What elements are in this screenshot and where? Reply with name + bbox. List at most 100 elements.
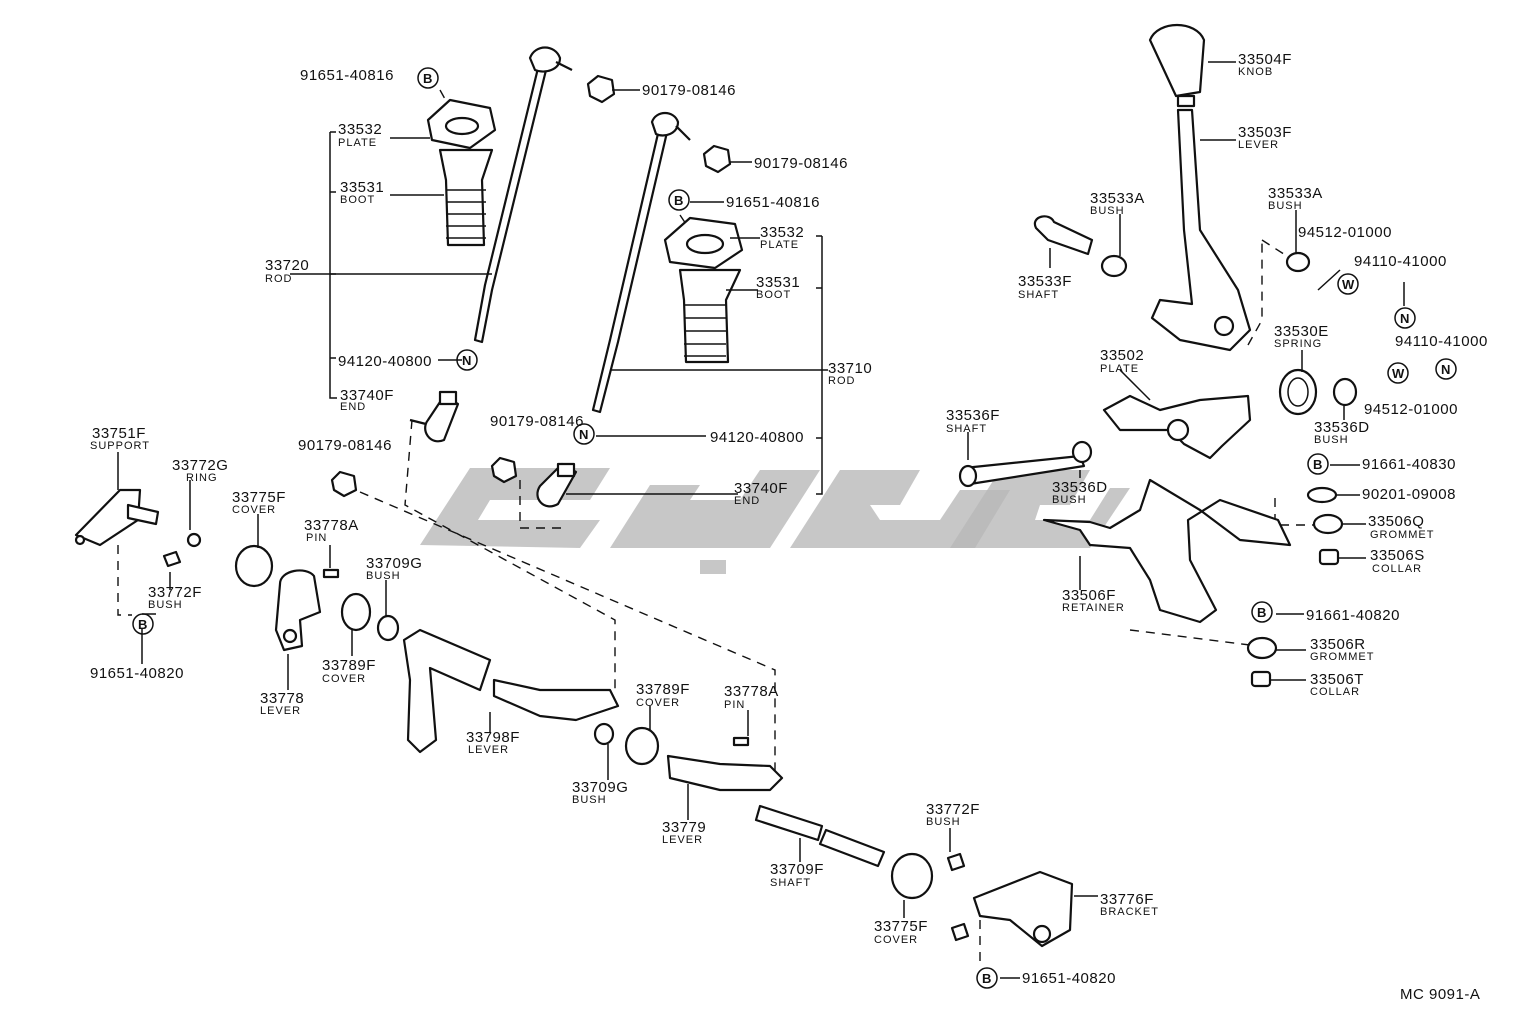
label-washer-90201: 90201-09008 bbox=[1362, 486, 1456, 503]
part-labels: 91651-40816 B 33532 PLATE 33531 BOOT 337… bbox=[90, 51, 1488, 1003]
shaft-33533f bbox=[1033, 215, 1094, 256]
nut-90179-a3 bbox=[490, 456, 518, 484]
name-bush-33536d-r: BUSH bbox=[1314, 434, 1349, 446]
plate-33532-a bbox=[426, 98, 497, 150]
bush-33709g-r bbox=[593, 722, 615, 746]
sym-b-c: B bbox=[1313, 457, 1322, 472]
name-end-a: END bbox=[340, 401, 366, 413]
label-bush-33709g-l: 33709G bbox=[366, 555, 422, 572]
name-lever-33778: LEVER bbox=[260, 705, 301, 717]
name-cover-33775f-r: COVER bbox=[874, 934, 918, 946]
name-shaft-33533f: SHAFT bbox=[1018, 289, 1059, 301]
label-nut-94120-b: 94120-40800 bbox=[710, 429, 804, 446]
label-ring-33772g: 33772G bbox=[172, 457, 228, 474]
sym-n-a: N bbox=[462, 353, 471, 368]
label-bush-33772f-l: 33772F bbox=[148, 584, 202, 601]
name-boot-a: BOOT bbox=[340, 194, 375, 206]
label-bush-94512-a: 94512-01000 bbox=[1298, 224, 1392, 241]
label-boot-33531-b: 33531 bbox=[756, 274, 800, 291]
bush-33536d-r bbox=[1332, 377, 1358, 407]
knob-33504f bbox=[1148, 23, 1206, 108]
lever-33798f-arm bbox=[492, 678, 620, 722]
washer-90201 bbox=[1306, 486, 1338, 504]
lever-33779 bbox=[666, 754, 784, 792]
label-bush-33536d-l: 33536D bbox=[1052, 479, 1108, 496]
name-bush-33533a-l: BUSH bbox=[1090, 205, 1125, 217]
label-lever-33798f: 33798F bbox=[466, 729, 520, 746]
name-bush-33772f-r: BUSH bbox=[926, 816, 961, 828]
name-shaft-33709f: SHAFT bbox=[770, 877, 811, 889]
bush-33533a-r bbox=[1285, 251, 1311, 273]
label-bush-33772f-r: 33772F bbox=[926, 801, 980, 818]
label-washer-94110: 94110-41000 bbox=[1354, 253, 1447, 270]
collar-33506t bbox=[1250, 670, 1272, 688]
label-collar-33506t: 33506T bbox=[1310, 671, 1364, 688]
boot-33531-a bbox=[438, 148, 494, 247]
label-shaft-33536f: 33536F bbox=[946, 407, 1000, 424]
bush-33772f-l bbox=[162, 550, 182, 568]
label-bolt-91651-40816-b: 91651-40816 bbox=[726, 194, 820, 211]
rod-33720 bbox=[473, 46, 573, 344]
bush-33533a-l bbox=[1100, 254, 1128, 278]
name-knob: KNOB bbox=[1238, 66, 1273, 78]
name-bush-33536d-l: BUSH bbox=[1052, 494, 1087, 506]
lever-33798f bbox=[402, 628, 492, 754]
label-nut-94110: 94110-41000 bbox=[1395, 333, 1488, 350]
label-bolt-91651-40816-a: 91651-40816 bbox=[300, 67, 394, 84]
sym-b-a: B bbox=[423, 71, 432, 86]
sym-w-a: W bbox=[1342, 277, 1355, 292]
name-pin-l: PIN bbox=[306, 532, 327, 544]
bush-33536d-l bbox=[1071, 440, 1093, 464]
label-cover-33775f-r: 33775F bbox=[874, 918, 928, 935]
label-bush-33533a-l: 33533A bbox=[1090, 190, 1145, 207]
label-spring-33530e: 33530E bbox=[1274, 323, 1329, 340]
support-33751f bbox=[74, 488, 160, 547]
sym-n-c: N bbox=[1400, 311, 1409, 326]
name-lever-33779: LEVER bbox=[662, 834, 703, 846]
label-pin-33778a-r: 33778A bbox=[724, 683, 779, 700]
cover-33775f-r bbox=[890, 852, 934, 900]
name-bush-33709g-r: BUSH bbox=[572, 794, 607, 806]
label-bush-33536d-r: 33536D bbox=[1314, 419, 1370, 436]
nut-90179-a4 bbox=[330, 470, 358, 498]
name-rod-b: ROD bbox=[828, 375, 855, 387]
label-lever-33778: 33778 bbox=[260, 690, 304, 707]
bracket-33776f bbox=[972, 870, 1074, 948]
name-ring: RING bbox=[186, 472, 218, 484]
pin-33778a-l bbox=[322, 568, 340, 579]
name-plate-b: PLATE bbox=[760, 239, 799, 251]
bush-33709g-l bbox=[376, 614, 400, 642]
cover-33789f-l bbox=[340, 592, 372, 632]
sym-b-b: B bbox=[674, 193, 683, 208]
label-plate-33502: 33502 bbox=[1100, 347, 1144, 364]
label-end-33740f-b: 33740F bbox=[734, 480, 788, 497]
plate-33502 bbox=[1102, 394, 1252, 460]
nut-90179-a2 bbox=[702, 144, 732, 174]
label-nut-94120-a: 94120-40800 bbox=[338, 353, 432, 370]
collar-33506s bbox=[1318, 548, 1340, 566]
name-grommet-q: GROMMET bbox=[1370, 529, 1434, 541]
name-cover-33775f-l: COVER bbox=[232, 504, 276, 516]
pin-33778a-r bbox=[732, 736, 750, 747]
label-rod-33710: 33710 bbox=[828, 360, 872, 377]
label-bush-33709g-r: 33709G bbox=[572, 779, 628, 796]
label-bush-33533a-r: 33533A bbox=[1268, 185, 1323, 202]
label-nut-90179-a4: 90179-08146 bbox=[298, 437, 392, 454]
name-spring: SPRING bbox=[1274, 338, 1322, 350]
label-nut-90179-a1: 90179-08146 bbox=[642, 82, 736, 99]
name-boot-b: BOOT bbox=[756, 289, 791, 301]
end-33740f-a bbox=[409, 390, 460, 443]
label-nut-90179-a2: 90179-08146 bbox=[754, 155, 848, 172]
sym-w-b: W bbox=[1392, 366, 1405, 381]
name-bush-33533a-r: BUSH bbox=[1268, 200, 1303, 212]
label-cover-33789f-r: 33789F bbox=[636, 681, 690, 698]
lever-33778 bbox=[274, 569, 322, 652]
name-pin-r: PIN bbox=[724, 699, 745, 711]
name-support: SUPPORT bbox=[90, 440, 150, 452]
name-bush-33709g-l: BUSH bbox=[366, 570, 401, 582]
label-lever-33503f: 33503F bbox=[1238, 124, 1292, 141]
label-cover-33775f-l: 33775F bbox=[232, 489, 286, 506]
name-cover-33789f-l: COVER bbox=[322, 673, 366, 685]
